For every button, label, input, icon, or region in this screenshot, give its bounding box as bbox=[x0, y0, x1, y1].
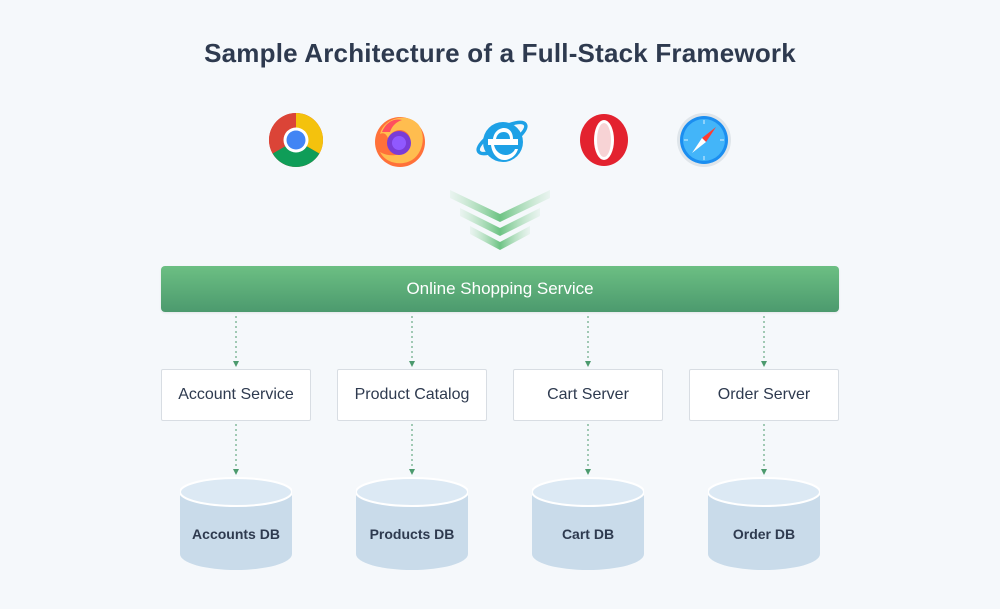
chevron-down-arrows bbox=[450, 188, 550, 256]
account-service-label: Account Service bbox=[178, 386, 294, 403]
product-catalog-label: Product Catalog bbox=[354, 386, 470, 403]
opera-icon bbox=[576, 112, 632, 168]
diagram-title: Sample Architecture of a Full-Stack Fram… bbox=[204, 38, 796, 68]
database-icon bbox=[532, 477, 644, 570]
cart-server-label: Cart Server bbox=[547, 386, 629, 403]
order-server-box: Order Server bbox=[689, 369, 839, 421]
safari-icon bbox=[676, 112, 732, 168]
account-service-box: Account Service bbox=[161, 369, 311, 421]
accounts-db-label: Accounts DB bbox=[192, 526, 280, 542]
database-icon bbox=[180, 477, 292, 570]
database-icon bbox=[708, 477, 820, 570]
cart-server-box: Cart Server bbox=[513, 369, 663, 421]
order-server-label: Order Server bbox=[717, 386, 811, 403]
accounts-db-cylinder: Accounts DB bbox=[180, 476, 292, 570]
internet-explorer-icon bbox=[474, 112, 530, 168]
order-db-label: Order DB bbox=[732, 526, 796, 542]
order-db-cylinder: Order DB bbox=[708, 476, 820, 570]
online-shopping-service-label: Online Shopping Service bbox=[406, 279, 594, 298]
chrome-icon bbox=[268, 112, 324, 168]
firefox-icon bbox=[372, 112, 428, 168]
cart-db-cylinder: Cart DB bbox=[532, 476, 644, 570]
cart-db-label: Cart DB bbox=[561, 526, 615, 542]
products-db-label: Products DB bbox=[369, 526, 455, 542]
online-shopping-service-bar: Online Shopping Service bbox=[161, 266, 839, 312]
products-db-cylinder: Products DB bbox=[356, 476, 468, 570]
database-icon bbox=[356, 477, 468, 570]
product-catalog-box: Product Catalog bbox=[337, 369, 487, 421]
